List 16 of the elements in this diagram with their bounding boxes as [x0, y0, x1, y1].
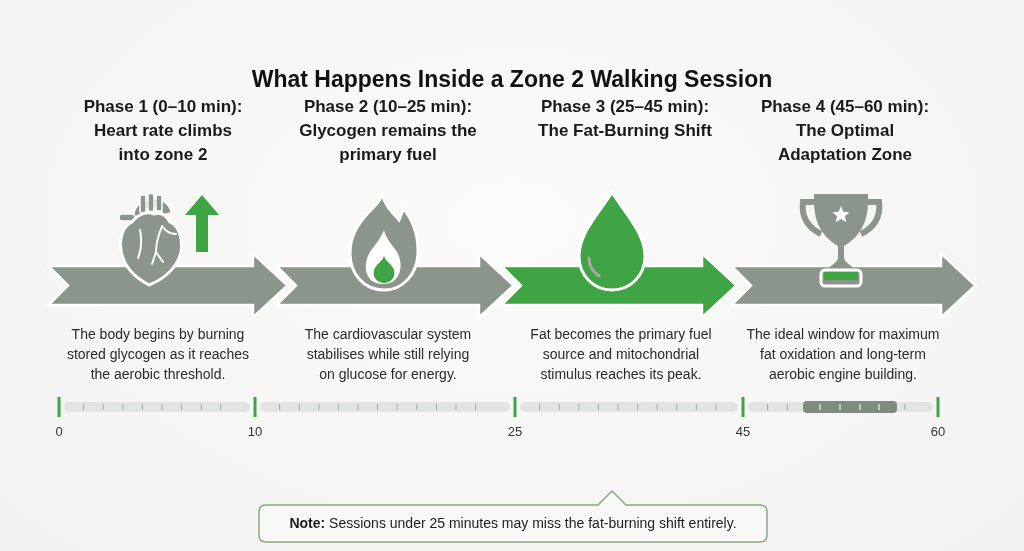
tick-label: 25	[507, 424, 523, 440]
title: What Happens Inside a Zone 2 Walking Session	[251, 65, 773, 94]
tick-label: 60	[930, 424, 946, 440]
phase-description: The ideal window for maximum fat oxidation and long-term aerobic engine building.	[745, 325, 941, 384]
note-callout	[258, 490, 768, 543]
phase-heading: Phase 1 (0–10 min): Heart rate climbs into zone 2	[82, 96, 244, 166]
tick-label: 0	[55, 424, 63, 440]
phase-heading: Phase 4 (45–60 min): The Optimal Adaptation Zone	[759, 96, 931, 166]
phase-heading: Phase 3 (25–45 min): The Fat-Burning Shift	[537, 96, 713, 142]
note-text: Note: Sessions under 25 minutes may miss the fat-burning shift entirely.	[289, 514, 737, 533]
phase-heading: Phase 2 (10–25 min): Glycogen remains the primary fuel	[298, 96, 478, 166]
phase-description: The body begins by burning stored glycogen as it reaches the aerobic threshold.	[65, 325, 251, 384]
tick-label: 10	[247, 424, 263, 440]
phase-description: Fat becomes the primary fuel source and mitochondrial stimulus reaches its peak.	[529, 325, 713, 384]
phase-description: The cardiovascular system stabilises while still relying on glucose for energy.	[303, 325, 473, 384]
tick-label: 45	[735, 424, 751, 440]
